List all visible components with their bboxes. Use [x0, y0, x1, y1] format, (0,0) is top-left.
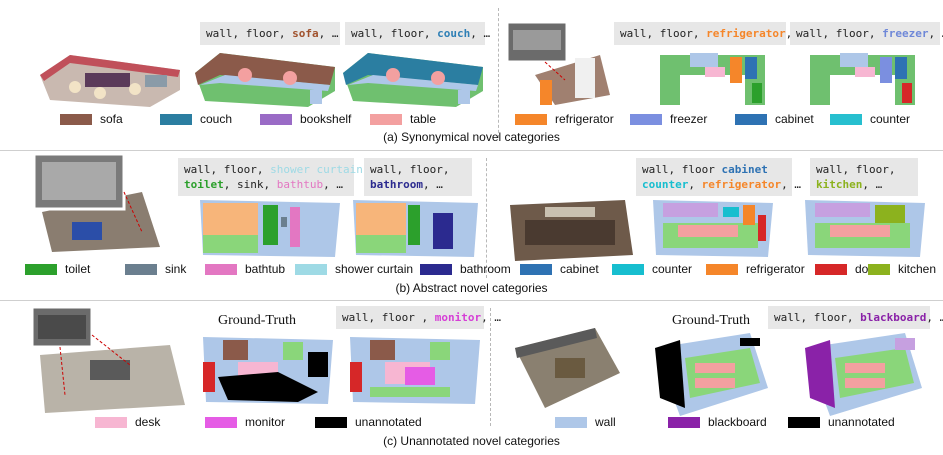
scene-lounge-seg-couch [343, 53, 483, 107]
legend-sink: sink [125, 262, 186, 276]
caption-b: (b) Abstract novel categories [395, 281, 548, 295]
scene-office-seg-monitor [350, 337, 480, 404]
legend-cabinet-b: cabinet [520, 262, 599, 276]
prompt-kitchen-objects: wall, floor cabinet counter, refrigerato… [636, 158, 801, 196]
legend-shower-curtain: shower curtain [295, 262, 413, 276]
scene-kitchen2-rgb [510, 200, 633, 261]
prompt-bathroom: wall, floor, bathroom, … [364, 158, 472, 196]
legend-counter: counter [830, 112, 910, 126]
prompt-freezer: wall, floor, freezer, … [790, 22, 943, 45]
scene-kitchen-seg-freezer [810, 53, 915, 105]
legend-wall: wall [555, 415, 616, 429]
legend-refrigerator: refrigerator [515, 112, 614, 126]
legend-unannotated-left: unannotated [315, 415, 422, 429]
legend-kitchen: kitchen [868, 262, 936, 276]
legend-unannotated-right: unannotated [788, 415, 895, 429]
legend-sofa: sofa [60, 112, 123, 126]
scene-bathroom-rgb [32, 152, 160, 252]
legend-counter-b: counter [612, 262, 692, 276]
scene-classroom-ground-truth [655, 333, 768, 416]
scene-bathroom-seg-bathroom [353, 200, 478, 257]
prompt-sofa: wall, floor, sofa, … [200, 22, 340, 45]
scene-kitchen-rgb [505, 20, 610, 105]
legend-bathtub: bathtub [205, 262, 285, 276]
scene-bathroom-seg-objects [200, 200, 340, 257]
scene-lounge-rgb [40, 55, 180, 107]
legend-refrigerator-b: refrigerator [706, 262, 805, 276]
legend-blackboard: blackboard [668, 415, 767, 429]
caption-a: (a) Synonymical novel categories [383, 130, 560, 144]
scene-classroom-seg-blackboard [805, 333, 922, 416]
prompt-kitchen: wall, floor, kitchen, … [810, 158, 918, 196]
legend-table: table [370, 112, 436, 126]
legend-toilet: toilet [25, 262, 90, 276]
row-separator-bc [0, 300, 943, 301]
scene-office-ground-truth [203, 337, 333, 404]
scene-classroom-rgb [515, 328, 620, 408]
scene-lounge-seg-sofa [195, 53, 335, 107]
prompt-monitor: wall, floor , monitor, … [336, 306, 501, 329]
ground-truth-title-left: Ground-Truth [218, 313, 297, 328]
legend-bookshelf: bookshelf [260, 112, 351, 126]
column-separator-c [490, 308, 491, 426]
prompt-couch: wall, floor, couch, … [345, 22, 490, 45]
scene-kitchen2-seg-objects [653, 200, 773, 257]
scene-kitchen-seg-refrigerator [660, 53, 765, 105]
ground-truth-title-right: Ground-Truth [672, 313, 751, 328]
column-separator-a [498, 8, 499, 138]
legend-desk: desk [95, 415, 160, 429]
legend-monitor: monitor [205, 415, 285, 429]
scene-kitchen2-seg-kitchen [805, 200, 925, 257]
prompt-refrigerator: wall, floor, refrigerator, … [614, 22, 805, 45]
prompt-bathroom-objects: wall, floor, shower curtain, toilet, sin… [178, 158, 369, 196]
legend-bathroom: bathroom [420, 262, 511, 276]
legend-couch: couch [160, 112, 232, 126]
row-separator-ab [0, 150, 943, 151]
column-separator-b [486, 158, 487, 278]
legend-freezer: freezer [630, 112, 707, 126]
prompt-blackboard: wall, floor, blackboard, … [768, 306, 943, 329]
scene-office-rgb [30, 305, 185, 413]
legend-cabinet: cabinet [735, 112, 814, 126]
caption-c: (c) Unannotated novel categories [383, 434, 560, 448]
